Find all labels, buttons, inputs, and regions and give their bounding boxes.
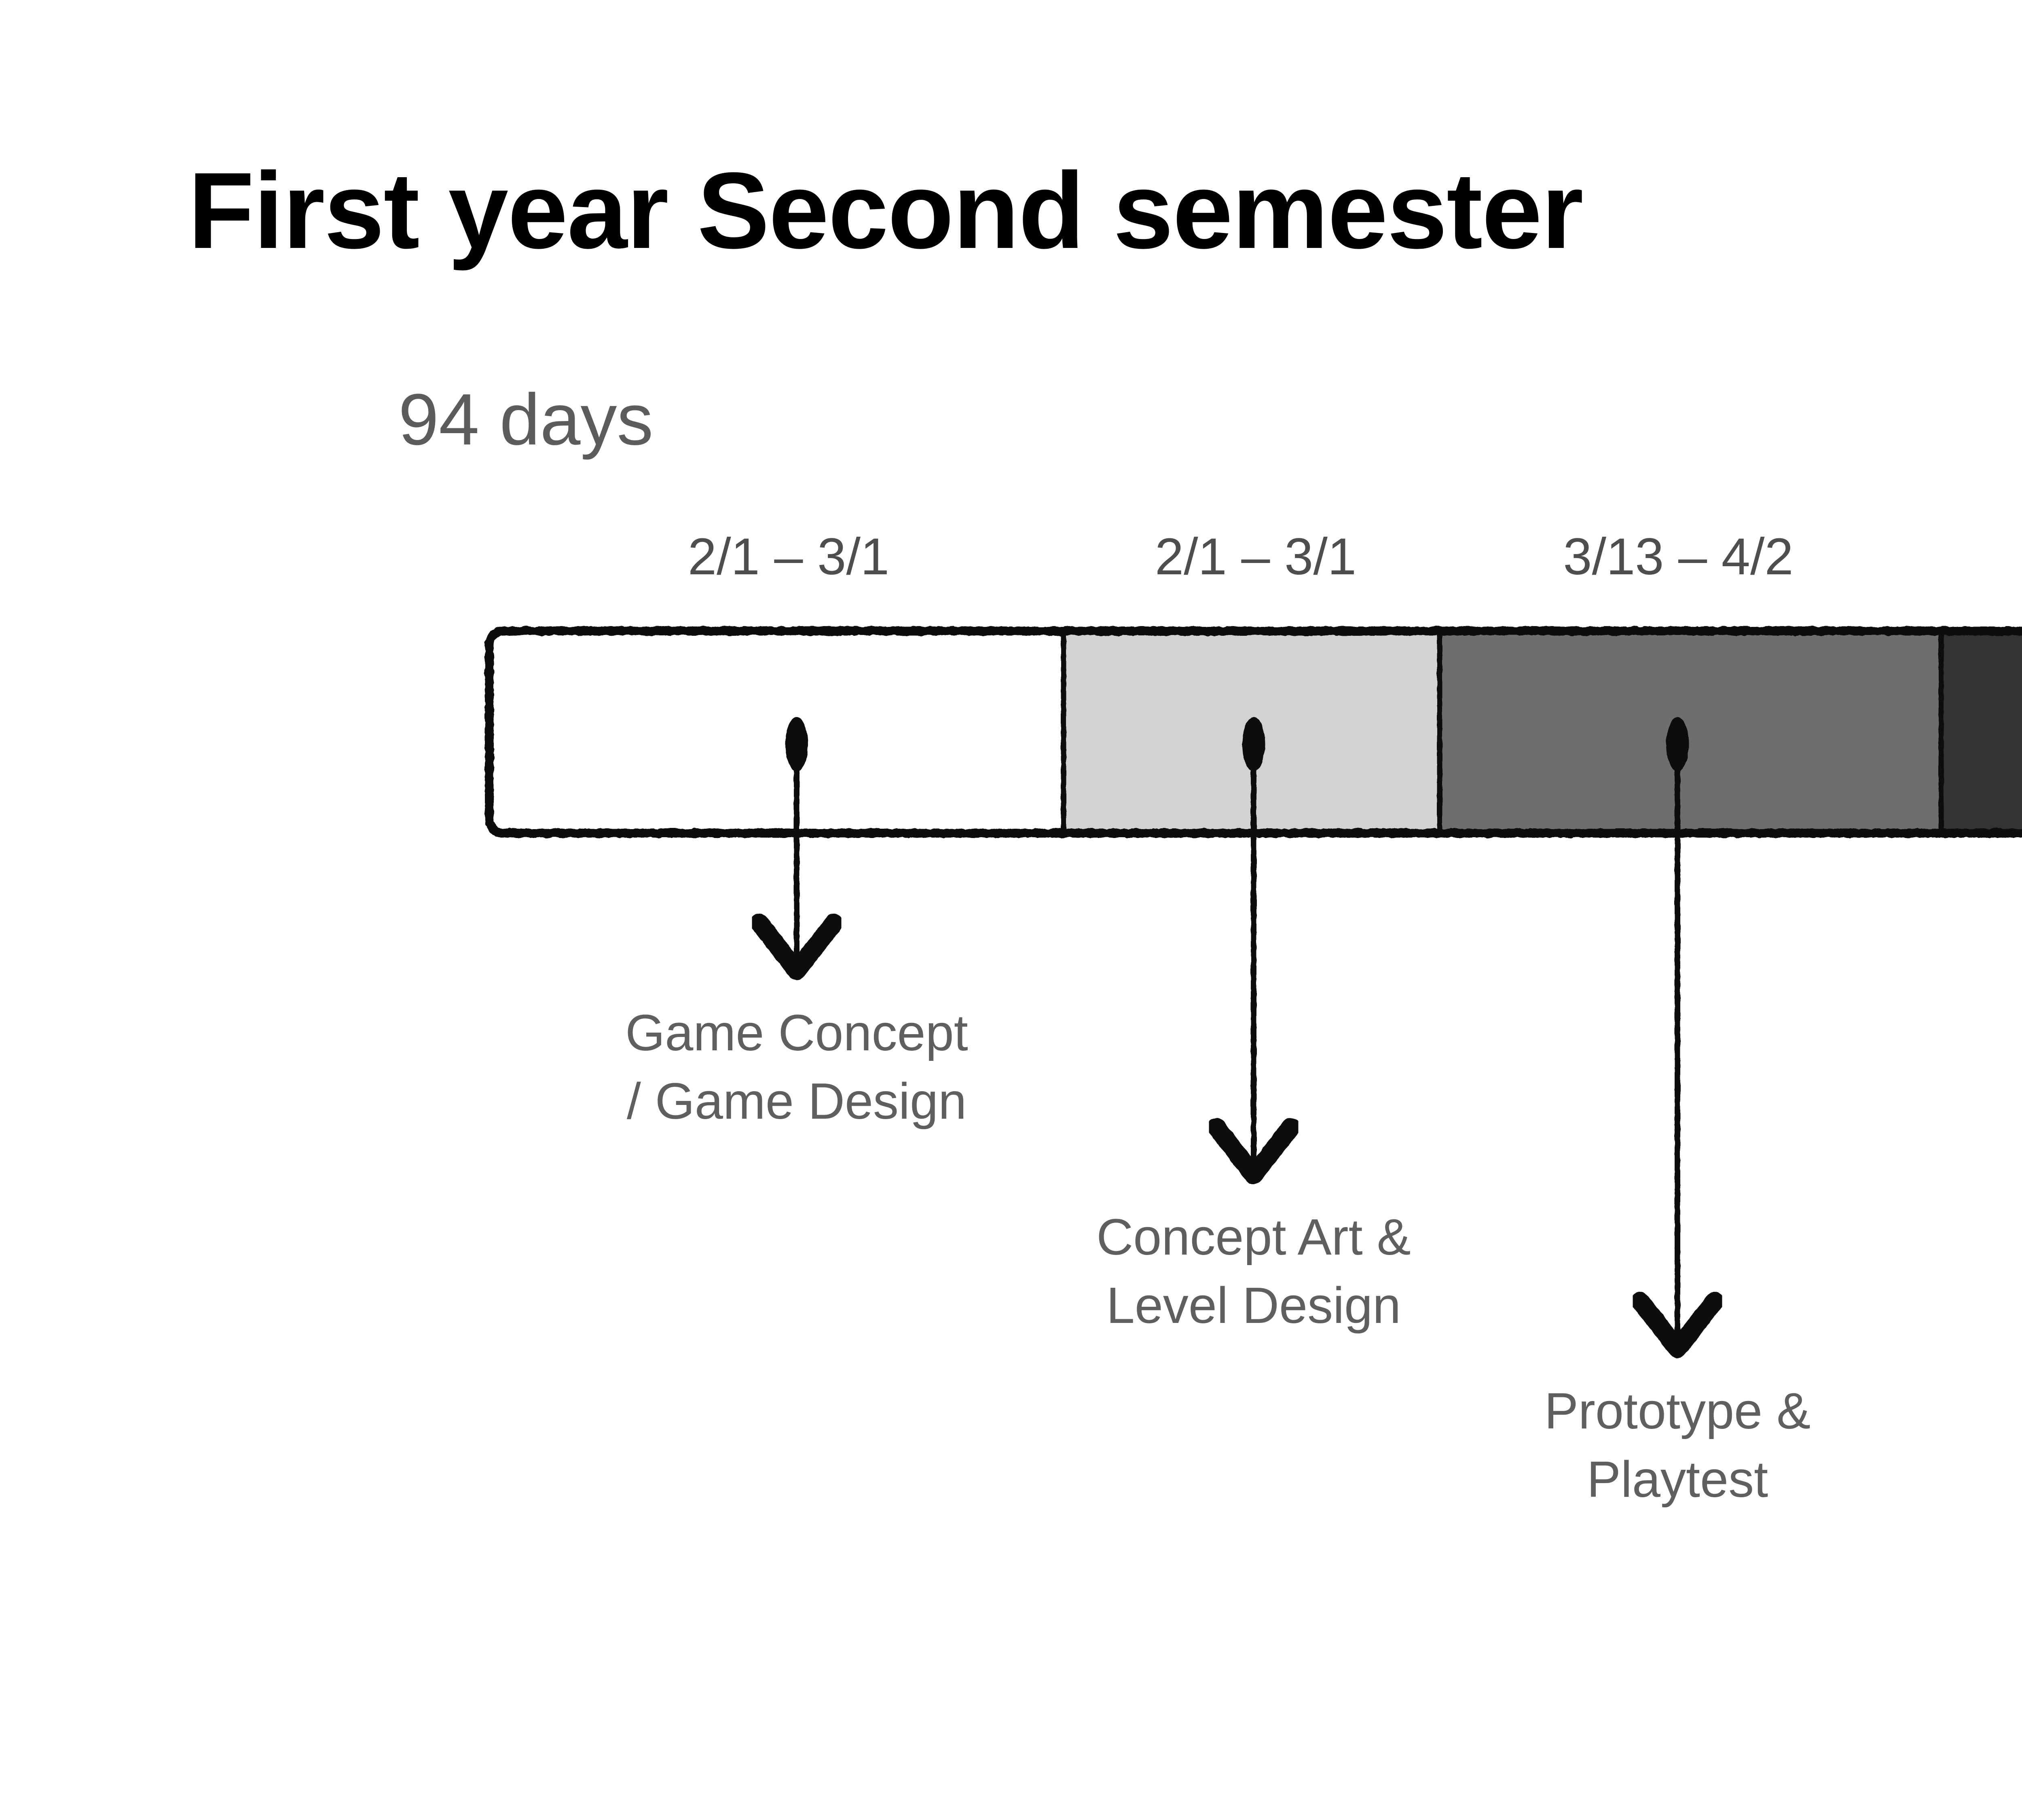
- task-label-game-concept: Game Concept / Game Design: [625, 1004, 968, 1130]
- timeline-segment-prototype-playtest[interactable]: [1440, 631, 1941, 833]
- task-label-prototype-playtest: Prototype & Playtest: [1544, 1382, 1811, 1508]
- milestone-dot: [1666, 717, 1689, 772]
- timeline-connectors: [750, 717, 1724, 1358]
- duration-label: 94 days: [398, 379, 654, 460]
- timeline-segment-game-concept[interactable]: [489, 631, 1064, 833]
- page-title: First year Second semester: [188, 150, 1584, 271]
- segment-dividers: [1061, 631, 1944, 833]
- date-range-label-2: 2/1 – 3/1: [1155, 528, 1357, 586]
- connector-concept-art: [1207, 717, 1300, 1184]
- timeline-segment-testing-sounds[interactable]: [1941, 631, 2022, 833]
- milestone-dot: [1242, 717, 1265, 772]
- arrowhead-icon: [1631, 1292, 1724, 1358]
- date-range-label-1: 2/1 – 3/1: [687, 528, 890, 586]
- timeline-bar-outline: [485, 626, 2022, 838]
- connector-game-concept: [750, 717, 843, 980]
- arrowhead-icon: [1207, 1118, 1300, 1184]
- milestone-dot: [785, 717, 808, 772]
- date-range-label-3: 3/13 – 4/2: [1563, 528, 1794, 586]
- timeline-segments: [489, 631, 2022, 833]
- task-label-concept-art: Concept Art & Level Design: [1096, 1208, 1411, 1334]
- connector-prototype-playtest: [1631, 717, 1724, 1358]
- arrowhead-icon: [750, 914, 843, 980]
